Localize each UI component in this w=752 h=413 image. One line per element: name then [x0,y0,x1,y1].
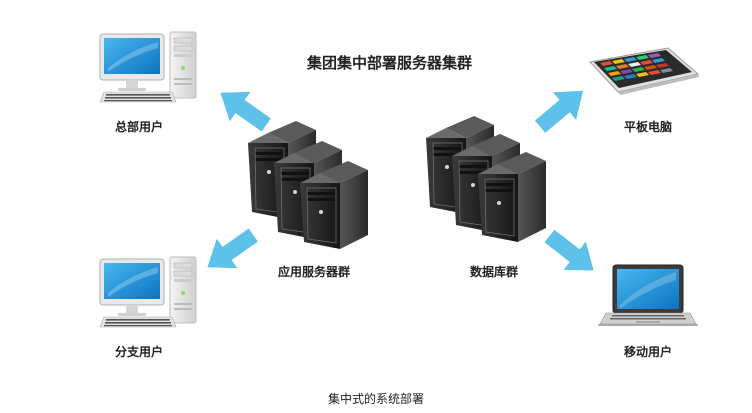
hq-users-label: 总部用户 [115,120,164,134]
tablet-label: 平板电脑 [624,120,673,134]
arrow-to-mobile-users [544,229,594,271]
branch-users-label: 分支用户 [115,345,164,359]
laptop-icon [598,264,698,326]
diagram-title: 集团集中部署服务器集群 [307,54,473,72]
app-servers-label: 应用服务器群 [278,265,351,279]
arrow-to-hq-users [220,91,271,132]
arrow-to-branch-users [207,228,258,269]
app-server-cluster-icon [248,121,368,249]
branch-users-computer-icon [99,256,197,328]
diagram-caption: 集中式的系统部署 [328,392,425,406]
arrow-to-tablet [534,90,583,133]
db-server-cluster-icon [426,116,546,242]
db-cluster-label: 数据库群 [470,265,519,279]
mobile-users-label: 移动用户 [624,345,673,359]
hq-users-computer-icon [99,31,197,103]
tablet-icon [589,47,700,95]
